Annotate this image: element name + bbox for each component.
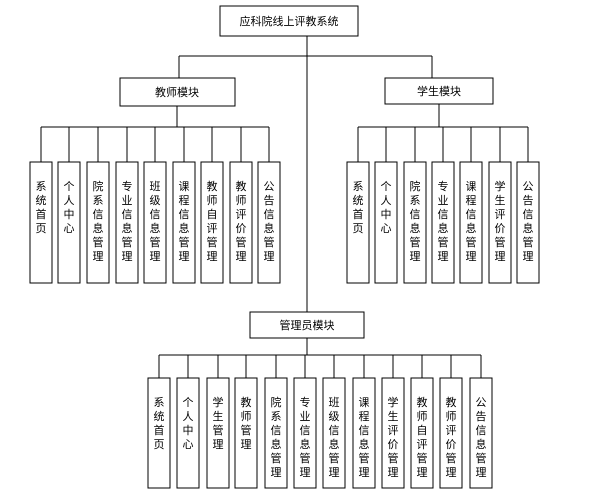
student-item-label-2: 院系信息管理 [410, 179, 421, 263]
teacher-item-label-2: 院系信息管理 [93, 179, 104, 263]
admin-item-box-8 [381, 377, 405, 489]
teacher-item-label-7: 教师评价管理 [236, 180, 247, 263]
teacher-item-label-8: 公告信息管理 [264, 180, 275, 263]
teacher-item-box-3 [115, 161, 139, 284]
admin-item-box-3 [234, 377, 258, 489]
student-module-label: 学生模块 [417, 84, 461, 98]
teacher-item-box-6 [200, 161, 224, 284]
student-item-label-0: 系统首页 [353, 180, 364, 235]
admin-item-label-7: 课程信息管理 [359, 396, 370, 479]
teacher-item-box-0 [29, 161, 53, 284]
student-item-box-2 [403, 161, 427, 284]
teacher-item-box-2 [86, 161, 110, 284]
admin-item-box-2 [206, 377, 230, 489]
student-item-label-6: 公告信息管理 [523, 180, 534, 263]
admin-item-box-7 [352, 377, 376, 489]
student-item-box-0 [346, 161, 370, 284]
student-item-label-1: 个人中心 [381, 180, 392, 235]
admin-item-box-6 [322, 377, 346, 489]
teacher-item-label-4: 班级信息管理 [150, 180, 161, 263]
admin-item-label-2: 学生管理 [213, 395, 224, 451]
student-item-box-6 [516, 161, 540, 284]
teacher-item-label-0: 系统首页 [36, 180, 47, 235]
admin-item-box-4 [264, 377, 288, 489]
admin-module-box [249, 311, 365, 339]
admin-item-label-6: 班级信息管理 [329, 396, 340, 479]
teacher-item-box-7 [229, 161, 253, 284]
admin-item-label-3: 教师管理 [241, 396, 252, 451]
teacher-item-label-1: 个人中心 [64, 180, 75, 235]
admin-item-box-9 [410, 377, 434, 489]
teacher-item-box-5 [172, 161, 196, 284]
student-item-box-1 [374, 161, 398, 284]
root-box [219, 5, 359, 37]
admin-item-label-0: 系统首页 [154, 396, 165, 451]
teacher-item-box-4 [143, 161, 167, 284]
student-item-label-5: 学生评价管理 [495, 179, 506, 263]
student-item-label-4: 课程信息管理 [466, 180, 477, 263]
student-item-label-3: 专业信息管理 [438, 179, 449, 263]
admin-item-box-10 [439, 377, 463, 489]
admin-module-label: 管理员模块 [280, 318, 335, 332]
teacher-module-label: 教师模块 [155, 86, 199, 99]
teacher-item-label-6: 教师自评管理 [207, 180, 218, 263]
student-module-box [384, 77, 494, 105]
teacher-item-box-8 [257, 161, 281, 284]
admin-item-label-11: 公告信息管理 [476, 396, 487, 479]
teacher-item-label-5: 课程信息管理 [179, 180, 190, 263]
admin-item-label-1: 个人中心 [183, 396, 194, 451]
admin-item-box-0 [147, 377, 171, 489]
student-item-box-4 [459, 161, 483, 284]
teacher-item-label-3: 专业信息管理 [122, 179, 133, 263]
student-item-box-3 [431, 161, 455, 284]
admin-item-label-10: 教师评价管理 [446, 396, 457, 479]
admin-item-box-1 [176, 377, 200, 489]
admin-item-label-4: 院系信息管理 [271, 395, 282, 479]
admin-item-box-5 [293, 377, 317, 489]
admin-item-label-9: 教师自评管理 [417, 396, 428, 479]
admin-item-label-5: 专业信息管理 [300, 395, 311, 479]
teacher-item-box-1 [57, 161, 81, 284]
root-label: 应科院线上评教系统 [240, 14, 339, 28]
admin-item-label-8: 学生评价管理 [388, 395, 399, 479]
student-item-box-5 [488, 161, 512, 284]
admin-item-box-11 [469, 377, 493, 489]
